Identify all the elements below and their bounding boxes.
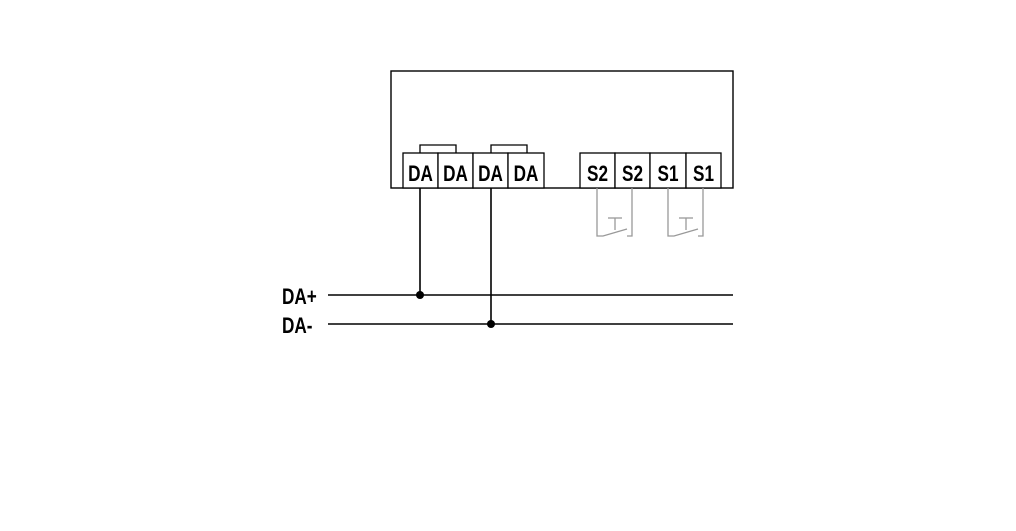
terminal-label: DA	[408, 162, 433, 187]
terminal-label: DA	[478, 162, 503, 187]
terminal-label: DA	[514, 162, 539, 187]
terminal-s2-2	[614, 152, 651, 189]
bus-label-minus: DA-	[282, 314, 312, 339]
terminal-label: S1	[658, 162, 679, 187]
terminal-da-3	[472, 152, 509, 189]
terminal-label: S2	[622, 162, 643, 187]
bus-label-plus: DA+	[282, 285, 317, 310]
terminal-s2-1	[579, 152, 616, 189]
pushbutton-switch-icon	[667, 188, 704, 237]
junction-dot	[416, 291, 424, 299]
pushbutton-switch-icon	[596, 188, 633, 237]
terminal-da-2	[437, 152, 474, 189]
terminal-label: DA	[443, 162, 468, 187]
da-terminal-block: DA DA DA DA	[402, 152, 545, 189]
jumper-2	[490, 144, 528, 153]
jumper-1	[419, 144, 457, 153]
junction-dot	[487, 320, 495, 328]
terminal-label: S1	[693, 162, 714, 187]
switch-terminal-block: S2 S2 S1 S1	[579, 152, 722, 189]
terminal-label: S2	[587, 162, 608, 187]
terminal-da-4	[507, 152, 545, 189]
